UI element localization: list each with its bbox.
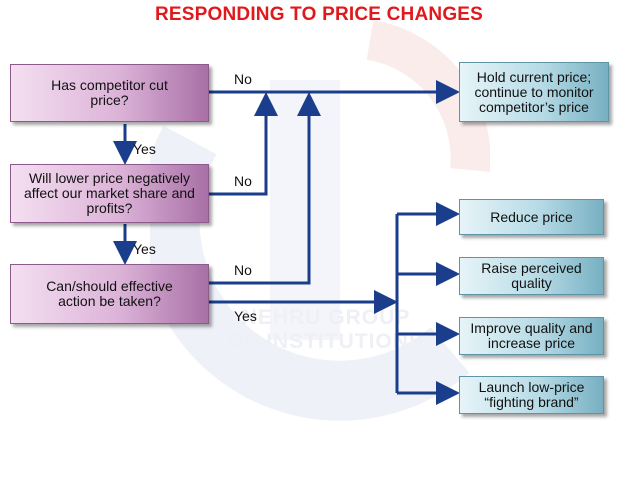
action-improve-quality: Improve quality and increase price [459, 317, 604, 355]
label-q3-no: No [234, 262, 252, 278]
label-q1-no: No [234, 71, 252, 87]
arrow-q2-no [209, 92, 278, 196]
watermark-line2: OF INSTITUTIONS [228, 330, 424, 353]
page-title: RESPONDING TO PRICE CHANGES [154, 4, 484, 25]
action-text: Reduce price [490, 208, 573, 225]
label-q2-yes: Yes [133, 241, 156, 257]
label-q2-no: No [234, 173, 252, 189]
watermark-line1: NEHRU GROUP [241, 306, 411, 329]
question-competitor-cut-price: Has competitor cut price? [10, 64, 209, 122]
action-text: Hold current price; continue to monitor … [474, 68, 594, 115]
label-q1-yes: Yes [133, 141, 156, 157]
watermark-text: NEHRU GROUP OF INSTITUTIONS [206, 306, 446, 354]
action-fighting-brand: Launch low-price “fighting brand” [459, 376, 604, 414]
question-affect-market-share: Will lower price negatively affect our m… [10, 164, 209, 223]
arrow-q3-no [209, 92, 321, 285]
question-text: Can/should effective action be taken? [46, 278, 173, 309]
action-text: Raise perceived quality [481, 260, 582, 291]
question-text: Has competitor cut price? [51, 77, 168, 108]
action-hold-current-price: Hold current price; continue to monitor … [459, 62, 609, 122]
label-q3-yes: Yes [234, 308, 257, 324]
question-effective-action: Can/should effective action be taken? [10, 264, 209, 324]
action-raise-perceived-quality: Raise perceived quality [459, 257, 604, 295]
action-text: Launch low-price “fighting brand” [478, 379, 585, 410]
action-text: Improve quality and increase price [470, 320, 593, 351]
question-text: Will lower price negatively affect our m… [24, 170, 195, 216]
action-reduce-price: Reduce price [459, 199, 604, 235]
